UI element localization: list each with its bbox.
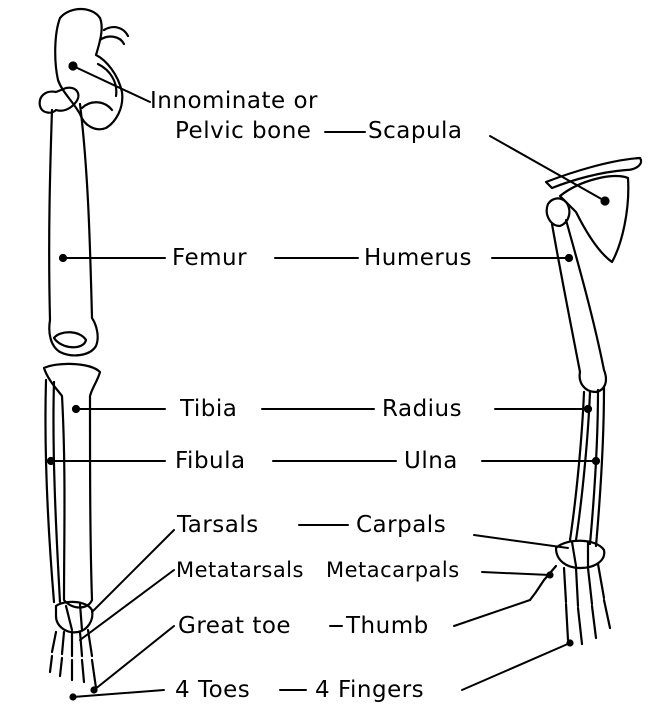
- pelvic-bone: [55, 9, 128, 129]
- knee: [54, 332, 86, 347]
- radius-bone: [570, 392, 590, 540]
- label-ulna: Ulna: [404, 450, 458, 473]
- label-metacarpals: Metacarpals: [326, 560, 460, 581]
- label-radius: Radius: [382, 398, 462, 421]
- humerus-bone: [547, 198, 606, 392]
- label-fibula: Fibula: [175, 450, 246, 473]
- clavicle-bone: [546, 158, 641, 188]
- label-great-toe: Great toe: [178, 615, 291, 638]
- finger-bones: [566, 600, 610, 644]
- label-4-toes: 4 Toes: [175, 679, 250, 702]
- label-humerus: Humerus: [364, 247, 472, 270]
- fibula-bone: [45, 380, 60, 602]
- label-tibia: Tibia: [180, 398, 237, 421]
- label-metatarsals: Metatarsals: [176, 560, 304, 581]
- label-femur: Femur: [172, 247, 247, 270]
- femur-bone: [40, 88, 98, 356]
- label-innominate: Innominate or: [150, 90, 318, 113]
- scapula-bone: [560, 176, 628, 262]
- thumb-bone: [530, 566, 556, 600]
- metatarsal-bones: [52, 630, 92, 656]
- metacarpal-bones: [564, 564, 604, 606]
- label-scapula: Scapula: [368, 120, 463, 143]
- label-4-fingers: 4 Fingers: [315, 679, 424, 702]
- label-thumb: Thumb: [346, 615, 429, 638]
- label-pelvic-bone: Pelvic bone: [175, 120, 311, 143]
- label-tarsals: Tarsals: [177, 514, 259, 537]
- label-carpals: Carpals: [356, 514, 446, 537]
- leader-lines: [51, 66, 605, 697]
- ulna-bone: [590, 388, 604, 546]
- toe-bones: [50, 656, 96, 688]
